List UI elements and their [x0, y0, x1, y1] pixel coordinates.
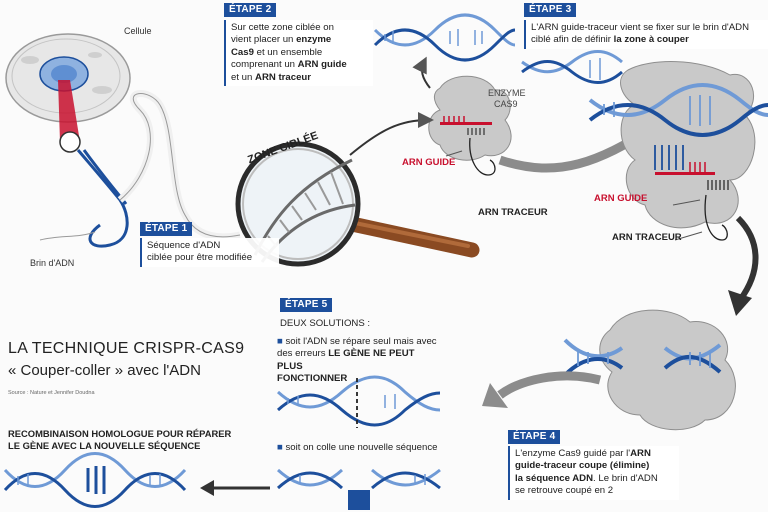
- step2-l2a: vient placer un: [231, 34, 297, 46]
- magnifier-illustration: [235, 141, 480, 267]
- arrow-step5-to-final-head: [200, 480, 214, 496]
- step5-a3b: FONCTIONNER: [277, 373, 348, 385]
- step5-option-a: ■ soit l'ADN se répare seul mais avec de…: [277, 336, 437, 385]
- step2-text: Sur cette zone ciblée on vient placer un…: [224, 20, 373, 87]
- cell-label: Cellule: [124, 26, 152, 36]
- step1-line1: Séquence d'ADN: [147, 240, 221, 251]
- step5-a2a: des erreurs: [277, 348, 329, 360]
- arn-traceur-label-step2: ARN TRACEUR: [478, 207, 548, 218]
- recomb-line1: RECOMBINAISON HOMOLOGUE POUR RÉPARER: [8, 428, 232, 439]
- step1-line2: ciblée pour être modifiée: [147, 252, 253, 264]
- step2-l5b: ARN traceur: [255, 71, 311, 83]
- step2-l4: comprenant un: [231, 59, 298, 71]
- arrow-step4-to-step5-head: [482, 383, 508, 408]
- recomb-line2: LE GÈNE AVEC LA NOUVELLE SÉQUENCE: [8, 440, 201, 451]
- step2-l5a: et un: [231, 71, 256, 83]
- dna-helix-step3-top: [521, 50, 623, 84]
- dna-repaired-final: [3, 452, 187, 508]
- arn-guide-label-step2: ARN GUIDE: [402, 157, 456, 168]
- title-line2: « Couper-coller » avec l'ADN: [8, 362, 201, 379]
- step5-heading: DEUX SOLUTIONS :: [280, 318, 371, 329]
- dna-strand-tail: [39, 90, 241, 248]
- step5-option-b: ■ soit on colle une nouvelle séquence: [277, 442, 438, 453]
- title-line1: LA TECHNIQUE CRISPR-CAS9: [8, 340, 245, 357]
- step5-tag: ÉTAPE 5: [280, 298, 333, 312]
- step4-l3b: la séquence ADN: [515, 472, 594, 484]
- step3-tag: ÉTAPE 3: [524, 3, 577, 17]
- arrow-zone-to-enzyme: [349, 112, 434, 156]
- dna-step5-new-sequence: [276, 468, 441, 510]
- step4-l3c: . Le brin d'ADN: [593, 472, 658, 484]
- step2-l2b: enzyme: [296, 34, 332, 46]
- step5-a1: soit l'ADN se répare seul mais avec: [285, 336, 437, 347]
- enzyme-cas9-step3: [588, 61, 768, 241]
- step2-l3b: et un ensemble: [253, 46, 323, 58]
- step4-l1b: ARN: [630, 448, 651, 459]
- step5-b1: soit on colle une nouvelle séquence: [285, 442, 438, 453]
- arn-guide-label-step3: ARN GUIDE: [594, 193, 648, 204]
- step3-l2b: la zone à couper: [613, 34, 689, 46]
- dna-helix-step2: [373, 13, 516, 62]
- step4-l1a: L'enzyme Cas9 guidé par l': [515, 448, 631, 459]
- step1-text: Séquence d'ADN ciblée pour être modifiée: [140, 238, 279, 267]
- arrow-step4-to-step5: [497, 371, 602, 399]
- step2-l3a: Cas9: [231, 46, 254, 58]
- step1-tag: ÉTAPE 1: [140, 222, 193, 236]
- step4-l4: se retrouve coupé en 2: [515, 485, 614, 497]
- enzyme-cas9-step2: [428, 75, 512, 176]
- arrow-step3-to-step4: [735, 215, 759, 302]
- enzyme-label-line2: CAS9: [494, 99, 518, 109]
- dna-step5-broken: [276, 375, 441, 428]
- step3-text: L'ARN guide-traceur vient se fixer sur l…: [524, 20, 768, 49]
- source-line: Source : Nature et Jennifer Doudna: [8, 390, 95, 396]
- enzyme-label-line1: ENZYME: [488, 88, 526, 98]
- arrow-enzyme-to-helix: [412, 56, 431, 89]
- arn-traceur-label-step3: ARN TRACEUR: [612, 232, 682, 243]
- step3-l1: L'ARN guide-traceur vient se fixer sur l…: [531, 22, 750, 33]
- step4-text: L'enzyme Cas9 guidé par l'ARN guide-trac…: [508, 446, 679, 500]
- dna-strand-label: Brin d'ADN: [30, 258, 75, 268]
- step2-tag: ÉTAPE 2: [224, 3, 277, 17]
- step4-l2b: guide-traceur coupe (élimine): [515, 460, 650, 472]
- arrow-step3-to-step4-head: [728, 290, 752, 316]
- enzyme-cas9-step4: [563, 309, 736, 431]
- step4-tag: ÉTAPE 4: [508, 430, 561, 444]
- cell-illustration: [5, 33, 131, 153]
- step2-l4b: ARN guide: [297, 59, 347, 71]
- step2-l1: Sur cette zone ciblée on: [231, 22, 334, 33]
- step3-l2a: ciblé afin de définir: [531, 34, 614, 46]
- step5-a2b: LE GÈNE NE PEUT PLUS: [277, 348, 415, 372]
